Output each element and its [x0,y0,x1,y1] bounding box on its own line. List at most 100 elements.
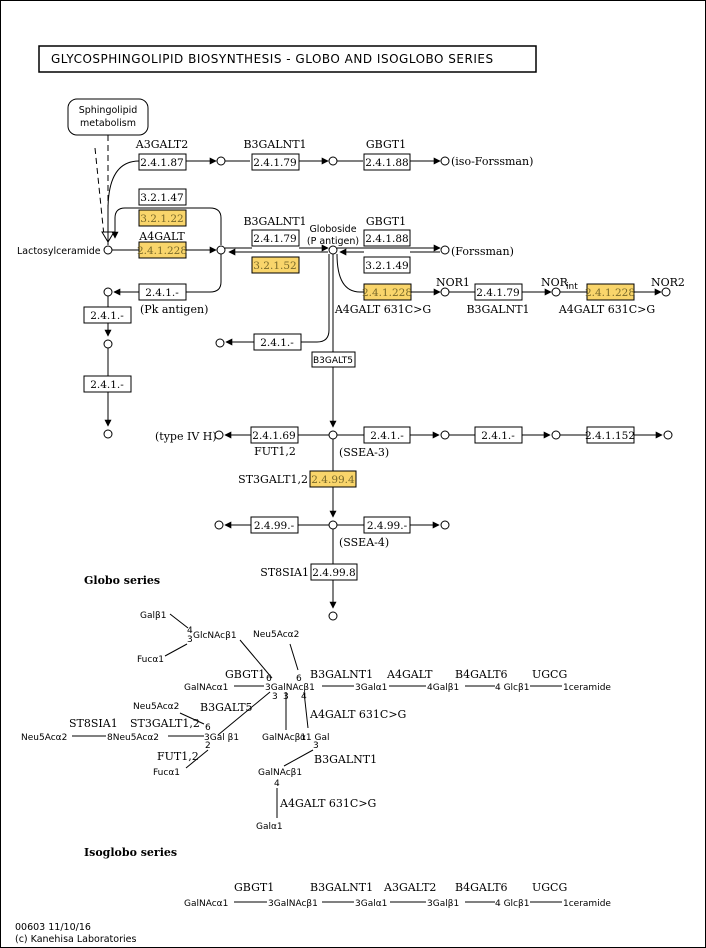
svg-text:Fucα1: Fucα1 [137,655,164,665]
svg-text:(iso-Forssman): (iso-Forssman) [451,155,533,168]
svg-text:Neu5Acα2: Neu5Acα2 [133,702,179,712]
svg-text:3: 3 [313,741,319,751]
svg-text:A4GALT 631C>G: A4GALT 631C>G [309,708,406,721]
compound-node-type4h[interactable] [214,430,224,440]
svg-text:3GalNAcβ1: 3GalNAcβ1 [265,683,315,693]
svg-text:3: 3 [272,692,278,702]
compound-node[interactable] [215,338,225,348]
enzyme-box[interactable]: 2.4.1.- [253,333,302,351]
svg-text:2.4.1.79: 2.4.1.79 [476,287,519,299]
enzyme-box[interactable]: 2.4.99.8 [310,563,358,581]
svg-text:2.4.1.-: 2.4.1.- [90,310,124,322]
svg-text:8Neu5Acα2: 8Neu5Acα2 [107,733,159,743]
svg-text:UGCG: UGCG [532,668,567,681]
svg-text:GalNAcβ1: GalNAcβ1 [258,768,302,778]
svg-text:3.2.1.22: 3.2.1.22 [140,213,183,225]
enzyme-box[interactable]: 2.4.1.228 [362,283,412,301]
svg-text:2.4.1.228: 2.4.1.228 [362,287,412,299]
svg-text:A4GALT 631C>G: A4GALT 631C>G [279,797,376,810]
svg-text:2.4.1.88: 2.4.1.88 [365,157,408,169]
enzyme-box[interactable]: 2.4.1.79 [474,283,523,301]
svg-text:GBGT1: GBGT1 [366,138,406,151]
compound-node-ssea3[interactable] [328,430,338,440]
compound-node-lactosylceramide[interactable] [103,245,113,255]
compound-node-ssea4[interactable] [328,520,338,530]
enzyme-box[interactable]: 3.2.1.52 [251,256,300,274]
svg-text:GalNAcα1: GalNAcα1 [184,899,228,909]
svg-text:Lactosylceramide: Lactosylceramide [17,246,101,257]
svg-text:2.4.1.-: 2.4.1.- [260,337,294,349]
compound-node[interactable] [551,430,561,440]
svg-text:B3GALNT1: B3GALNT1 [310,881,373,894]
compound-node-globoside[interactable] [328,245,338,255]
compound-node-iso-forssman[interactable] [440,156,450,166]
enzyme-box[interactable]: 3.2.1.22 [138,209,187,227]
globo-series-heading: Globo series [84,574,160,587]
svg-text:3Galβ1: 3Galβ1 [427,899,459,909]
compound-node[interactable] [663,430,673,440]
svg-text:6: 6 [205,723,211,733]
compound-node[interactable] [440,430,450,440]
svg-text:GalNAcβ1: GalNAcβ1 [262,733,306,743]
enzyme-box[interactable]: 2.4.99.- [250,516,299,534]
enzyme-box[interactable]: 3.2.1.49 [363,256,411,274]
footer-map-id: 00603 11/10/16 [15,922,91,933]
compound-node[interactable] [214,520,224,530]
svg-text:2.4.1.-: 2.4.1.- [481,430,515,442]
svg-text:2.4.1.228: 2.4.1.228 [585,287,635,299]
svg-text:GBGT1: GBGT1 [234,881,274,894]
enzyme-box[interactable]: 2.4.1.- [138,283,187,301]
compound-node[interactable] [103,287,113,297]
enzyme-box[interactable]: 2.4.99.- [363,516,411,534]
enzyme-box[interactable]: 2.4.1.228 [585,283,635,301]
svg-text:NOR1: NOR1 [436,276,470,289]
enzyme-box[interactable]: 2.4.1.- [363,426,411,444]
svg-text:3Gal β1: 3Gal β1 [204,733,239,743]
svg-text:2.4.1.69: 2.4.1.69 [252,430,295,442]
compound-node-nor1[interactable] [440,287,450,297]
compound-node[interactable] [328,156,338,166]
svg-text:3.2.1.52: 3.2.1.52 [253,260,296,272]
compound-node-nor-int[interactable] [551,287,561,297]
enzyme-box[interactable]: 2.4.1.228 [137,241,187,259]
enzyme-box[interactable]: 2.4.1.- [83,375,132,393]
enzyme-box[interactable]: 2.4.1.88 [363,153,411,171]
enzyme-box[interactable]: 2.4.1.- [474,426,523,444]
svg-text:6: 6 [266,674,272,684]
compound-node[interactable] [440,520,450,530]
svg-text:(Forssman): (Forssman) [451,245,514,258]
compound-node[interactable] [328,611,338,621]
svg-text:Sphingolipid: Sphingolipid [79,105,138,116]
svg-text:2.4.1.-: 2.4.1.- [370,430,404,442]
compound-node[interactable] [216,156,226,166]
compound-node[interactable] [103,339,113,349]
compound-node-gb3[interactable] [216,245,226,255]
svg-text:Globoside: Globoside [309,224,356,235]
svg-text:Galα1: Galα1 [256,822,283,832]
svg-text:2.4.1.79: 2.4.1.79 [253,233,296,245]
enzyme-box[interactable]: 2.4.1.88 [363,229,411,247]
svg-text:B3GALT5: B3GALT5 [200,701,253,714]
map-link-sphingolipid[interactable]: Sphingolipid metabolism [67,98,149,136]
enzyme-box[interactable]: 2.4.1.- [83,306,132,324]
enzyme-box[interactable]: 2.4.1.79 [251,153,300,171]
svg-text:FUT1,2: FUT1,2 [254,445,296,458]
compound-node-forssman[interactable] [440,245,450,255]
svg-text:(type IV H): (type IV H) [155,430,217,443]
enzyme-box[interactable]: 3.2.1.47 [138,188,187,206]
compound-node[interactable] [103,429,113,439]
svg-text:3.2.1.49: 3.2.1.49 [365,260,408,272]
enzyme-box[interactable]: 2.4.1.87 [138,153,187,171]
svg-text:ST8SIA1: ST8SIA1 [69,717,118,730]
enzyme-box[interactable]: 2.4.1.152 [585,426,635,444]
gene-box-b3galt5[interactable]: B3GALT5 [311,351,356,368]
svg-text:4: 4 [187,626,193,636]
svg-text:GBGT1: GBGT1 [225,668,265,681]
compound-node-nor2[interactable] [661,287,671,297]
enzyme-box[interactable]: 2.4.1.79 [251,229,300,247]
svg-text:(SSEA-3): (SSEA-3) [339,446,389,459]
svg-text:metabolism: metabolism [80,118,136,129]
enzyme-box[interactable]: 2.4.1.69 [250,426,299,444]
enzyme-box[interactable]: 2.4.99.4 [309,470,357,488]
